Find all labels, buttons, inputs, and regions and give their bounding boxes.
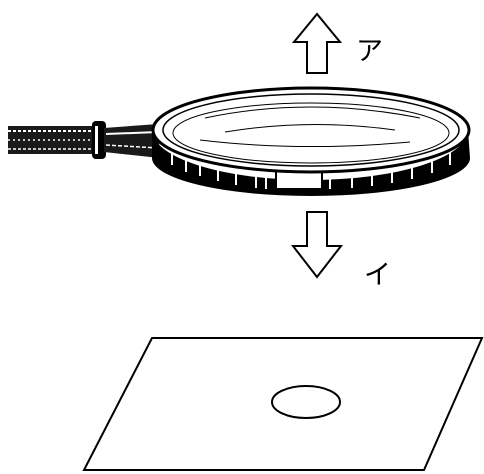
light-spot-ellipse — [271, 385, 341, 419]
label-up: ア — [356, 36, 383, 67]
lens-inner-ring — [162, 93, 460, 167]
handle — [8, 121, 160, 159]
magnifying-glass-icon — [8, 86, 471, 196]
arrow-up-icon — [291, 12, 343, 74]
label-down: イ — [364, 260, 391, 291]
arrow-down-icon — [290, 211, 344, 279]
